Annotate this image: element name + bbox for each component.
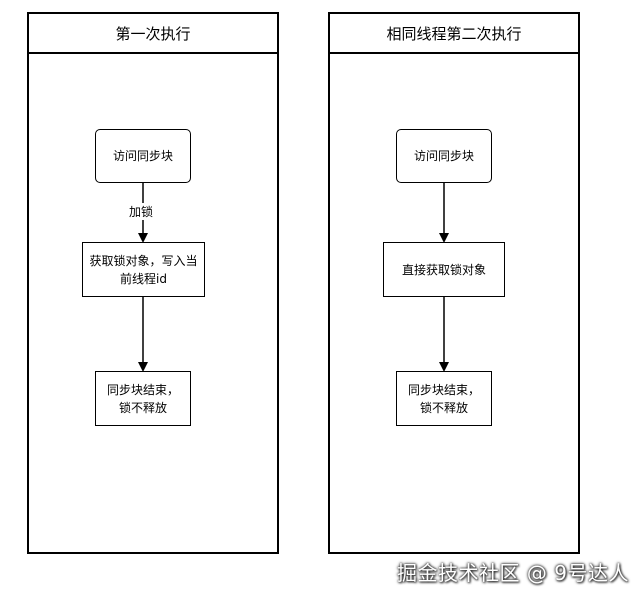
node-access-sync-block-right: 访问同步块 [396,129,492,183]
swimlane-title: 相同线程第二次执行 [330,14,578,54]
node-acquire-lock-write-thread-id: 获取锁对象，写入当前线程id [82,242,205,297]
swimlane-title: 第一次执行 [29,14,277,54]
node-access-sync-block-left: 访问同步块 [95,129,191,183]
node-directly-acquire-lock: 直接获取锁对象 [383,242,505,297]
watermark: 掘金技术社区 @ 9号达人 [397,561,629,585]
node-sync-block-end-right: 同步块结束，锁不释放 [396,371,492,426]
node-sync-block-end-left: 同步块结束，锁不释放 [95,371,191,426]
edge-label-lock: 加锁 [127,203,156,220]
